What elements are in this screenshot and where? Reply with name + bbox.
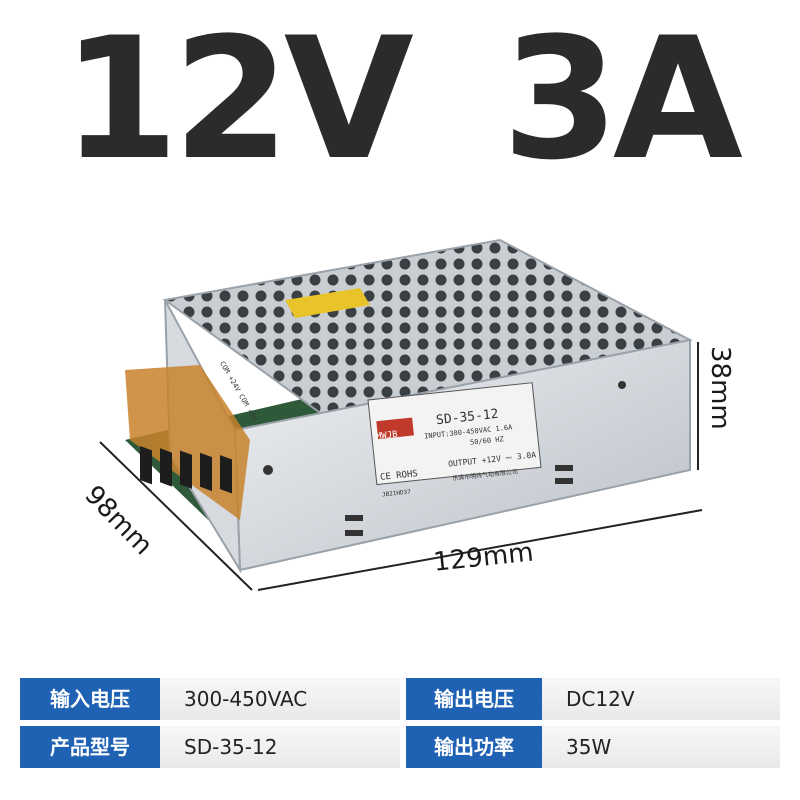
terminal-block — [125, 365, 250, 520]
headline: 12V 3A — [0, 0, 800, 200]
spec-value-output-power: 35W — [542, 726, 780, 768]
spec-row: 产品型号 SD-35-12 输出功率 35W — [20, 726, 780, 768]
spec-key-model: 产品型号 — [20, 726, 160, 768]
product-photo — [99, 238, 703, 591]
screw-hole — [263, 465, 273, 475]
dimension-height: 38mm — [705, 346, 735, 430]
inner-yellow-label — [285, 288, 370, 318]
headline-current: 3A — [502, 1, 743, 197]
vent-slot — [345, 515, 363, 521]
spec-key-output-voltage: 输出电压 — [406, 678, 542, 720]
dim-line-width — [99, 441, 253, 591]
vent-slot — [555, 478, 573, 484]
spec-key-input-voltage: 输入电压 — [20, 678, 160, 720]
vent-slot — [555, 465, 573, 471]
spec-value-model: SD-35-12 — [160, 726, 400, 768]
product-label — [367, 382, 542, 486]
vent-slot — [345, 530, 363, 536]
dim-line-length — [257, 509, 703, 591]
spec-value-output-voltage: DC12V — [542, 678, 780, 720]
spec-value-input-voltage: 300-450VAC — [160, 678, 400, 720]
spec-row: 输入电压 300-450VAC 输出电压 DC12V — [20, 678, 780, 720]
screw-hole — [618, 381, 626, 389]
headline-voltage: 12V — [62, 1, 414, 197]
spec-key-output-power: 输出功率 — [406, 726, 542, 768]
terminal-screws — [140, 445, 232, 494]
